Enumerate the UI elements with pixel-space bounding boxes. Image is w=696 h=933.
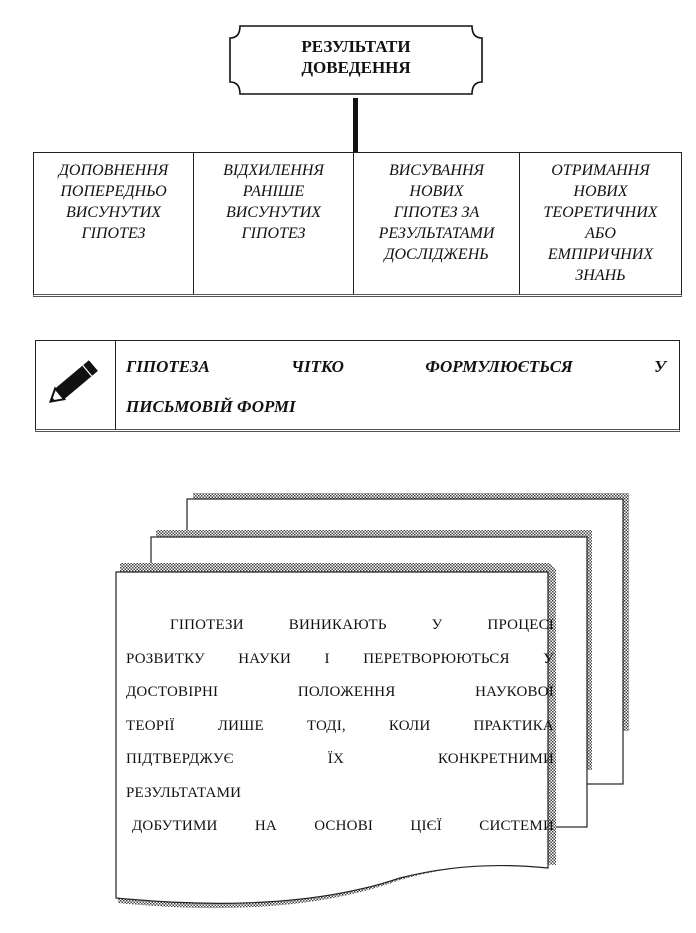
document-word: ПРОЦЕСІ	[487, 617, 554, 633]
document-word: НА	[254, 818, 277, 834]
document-word: НАУКОВОЇ	[475, 684, 554, 700]
banner-title-line2: ДОВЕДЕННЯ	[301, 58, 411, 77]
document-word: ПРАКТИКА	[473, 717, 554, 734]
note-word: ФОРМУЛЮЄТЬСЯ	[425, 357, 573, 376]
banner-title: РЕЗУЛЬТАТИ ДОВЕДЕННЯ	[228, 36, 484, 78]
document-word: У	[431, 617, 443, 633]
document-word: ОСНОВІ	[314, 818, 374, 834]
category-text: ВИСУВАННЯ НОВИХ ГІПОТЕЗ ЗА РЕЗУЛЬТАТАМИ …	[378, 162, 495, 263]
banner-frame	[229, 25, 483, 95]
document-word: ЛИШЕ	[217, 717, 264, 734]
document-line: ПІДТВЕРДЖУЄ ЇХ КОНКРЕТНИМИ	[126, 743, 554, 777]
document-word: РОЗВИТКУ	[126, 650, 205, 667]
document-word: У	[543, 650, 554, 667]
banner-title-line1: РЕЗУЛЬТАТИ	[301, 37, 411, 56]
category-box-supplement: ДОПОВНЕННЯ ПОПЕРЕДНЬО ВИСУНУТИХ ГІПОТЕЗ	[34, 153, 194, 294]
document-word: ДОБУТИМИ	[132, 818, 218, 834]
document-word: ПІДТВЕРДЖУЄ	[126, 751, 234, 767]
document-word: ЇХ	[327, 751, 344, 767]
document-word: І	[324, 650, 330, 667]
note-word: ГІПОТЕЗА	[126, 357, 210, 376]
document-word: ВИНИКАЮТЬ	[288, 617, 387, 633]
document-line: РЕЗУЛЬТАТАМИ	[126, 777, 554, 811]
note-icon-cell	[36, 341, 116, 430]
category-box-new-hypotheses: ВИСУВАННЯ НОВИХ ГІПОТЕЗ ЗА РЕЗУЛЬТАТАМИ …	[354, 153, 520, 294]
document-word: КОНКРЕТНИМИ	[437, 751, 554, 767]
document-word: ТОДІ,	[306, 717, 346, 734]
note-word: ЧІТКО	[291, 357, 344, 376]
note-block: ГІПОТЕЗА ЧІТКО ФОРМУЛЮЄТЬСЯ У ПИСЬМОВІЙ …	[35, 340, 680, 432]
document-word: СИСТЕМИ	[479, 818, 554, 834]
results-categories: ДОПОВНЕННЯ ПОПЕРЕДНЬО ВИСУНУТИХ ГІПОТЕЗ …	[33, 152, 682, 297]
note-text: ГІПОТЕЗА ЧІТКО ФОРМУЛЮЄТЬСЯ У ПИСЬМОВІЙ …	[126, 347, 666, 427]
document-word: РЕЗУЛЬТАТАМИ	[126, 784, 242, 801]
document-word: ГІПОТЕЗИ	[170, 617, 244, 633]
document-line: ДОСТОВІРНІ ПОЛОЖЕННЯ НАУКОВОЇ	[126, 676, 554, 710]
note-word: У	[654, 357, 666, 376]
document-word: ТЕОРІЇ	[126, 717, 175, 734]
title-banner: РЕЗУЛЬТАТИ ДОВЕДЕННЯ	[228, 22, 484, 98]
category-text: ВІДХИЛЕННЯ РАНІШЕ ВИСУНУТИХ ГІПОТЕЗ	[223, 162, 324, 242]
connector-line	[353, 98, 358, 152]
category-text: ДОПОВНЕННЯ ПОПЕРЕДНЬО ВИСУНУТИХ ГІПОТЕЗ	[58, 162, 169, 242]
document-word: ДОСТОВІРНІ	[126, 684, 219, 700]
pencil-icon	[48, 360, 98, 403]
document-word: НАУКИ	[238, 650, 292, 667]
category-box-new-knowledge: ОТРИМАННЯ НОВИХ ТЕОРЕТИЧНИХ АБО ЕМПІРИЧН…	[520, 153, 681, 294]
document-word: ЦІЄЇ	[410, 818, 442, 834]
category-box-rejection: ВІДХИЛЕННЯ РАНІШЕ ВИСУНУТИХ ГІПОТЕЗ	[194, 153, 354, 294]
document-line: ТЕОРІЇ ЛИШЕ ТОДІ, КОЛИ ПРАКТИКА	[126, 710, 554, 744]
note-line-2: ПИСЬМОВІЙ ФОРМІ	[126, 397, 296, 416]
category-text: ОТРИМАННЯ НОВИХ ТЕОРЕТИЧНИХ АБО ЕМПІРИЧН…	[543, 162, 658, 284]
document-text: ГІПОТЕЗИ ВИНИКАЮТЬ У ПРОЦЕСІ РОЗВИТКУ НА…	[126, 609, 554, 844]
document-word: ПОЛОЖЕННЯ	[297, 684, 396, 700]
note-line-1: ГІПОТЕЗА ЧІТКО ФОРМУЛЮЄТЬСЯ У	[126, 347, 666, 387]
document-line: ГІПОТЕЗИ ВИНИКАЮТЬ У ПРОЦЕСІ	[126, 609, 554, 643]
document-line: РОЗВИТКУ НАУКИ І ПЕРЕТВОРЮЮТЬСЯ У	[126, 643, 554, 677]
document-line: ДОБУТИМИ НА ОСНОВІ ЦІЄЇ СИСТЕМИ	[126, 810, 554, 844]
document-word: КОЛИ	[388, 717, 431, 734]
document-word: ПЕРЕТВОРЮЮТЬСЯ	[363, 650, 510, 667]
